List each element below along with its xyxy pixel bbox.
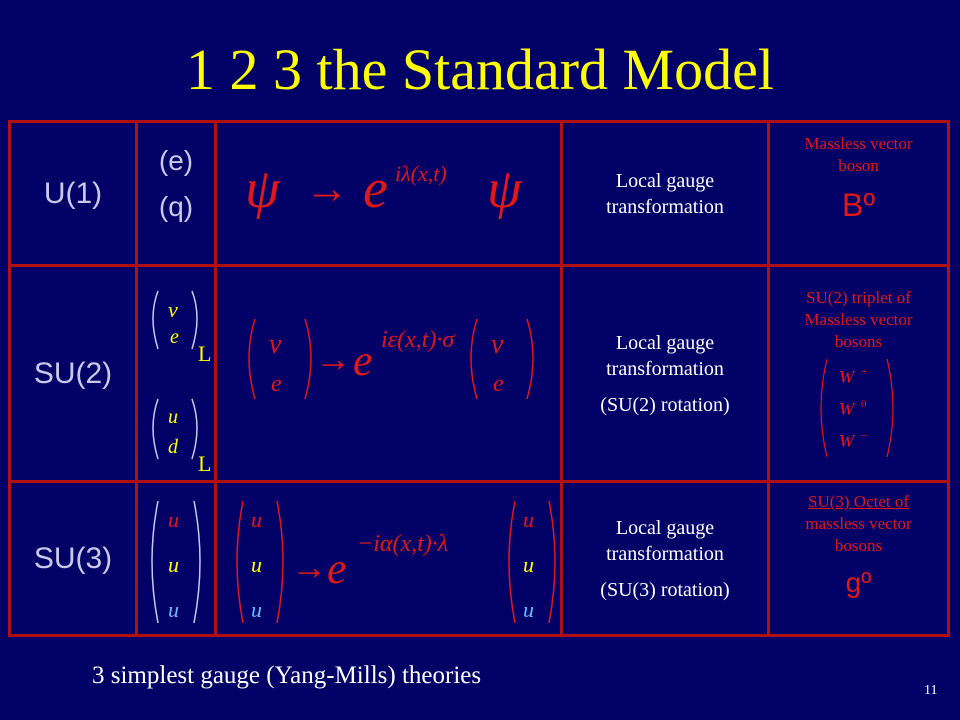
u-red: u — [523, 507, 534, 532]
desc-line: Local gauge — [615, 169, 715, 192]
e-symbol: e — [170, 326, 179, 348]
u-yellow: u — [251, 552, 262, 577]
d-symbol: d — [168, 436, 179, 458]
u-symbol: u — [168, 406, 178, 428]
w-minus: W — [839, 431, 856, 451]
w-plus: W — [839, 367, 856, 387]
psi-symbol: ψ — [487, 158, 523, 220]
quark-color-triplet: u u u — [151, 500, 201, 624]
u-blue: u — [168, 597, 179, 622]
grid-line — [11, 264, 947, 267]
charge-e: (e) — [158, 145, 194, 176]
desc-line: transformation — [606, 542, 724, 565]
desc-line: Local gauge — [615, 516, 715, 539]
grid-line — [214, 123, 217, 634]
arrow: → — [305, 164, 349, 213]
u-blue: u — [251, 597, 262, 622]
exp-base: e — [363, 158, 388, 220]
u1-equation: ψ → e iλ(x,t) ψ — [217, 123, 560, 264]
exp-base: e — [353, 336, 373, 385]
su3-triplet: u u u — [138, 483, 214, 634]
slide-title: 1 2 3 the Standard Model — [186, 37, 774, 102]
boson-label: Massless vector — [804, 134, 913, 153]
page-number: 11 — [924, 683, 938, 698]
nu-symbol: ν — [168, 297, 178, 322]
lepton-quark-doublets: ν e L u d L — [152, 290, 211, 476]
su2-boson: SU(2) triplet of Massless vector bosons … — [770, 287, 947, 480]
desc-line: transformation — [606, 357, 724, 380]
boson-label: bosons — [834, 536, 883, 555]
group-u1: U(1) — [43, 176, 103, 210]
desc-line: transformation — [606, 195, 724, 218]
grid-line — [135, 123, 138, 634]
w-boson-triplet: W + W 0 W − — [819, 358, 894, 458]
u1-transformation-equation: ψ → e iλ(x,t) ψ — [245, 158, 523, 220]
e-symbol: e — [271, 371, 282, 397]
su2-transformation-equation: ν e → e iε(x,t)·σ ν e — [248, 318, 534, 400]
charge-plus: + — [861, 366, 867, 378]
u-red: u — [251, 507, 262, 532]
nu-symbol: ν — [491, 329, 504, 360]
left-handed-label: L — [198, 451, 211, 476]
su3-description: Local gauge transformation (SU(3) rotati… — [563, 483, 767, 634]
su3-transformation-equation: u u u → e −iα(x,t)·λ u u u — [236, 500, 556, 624]
gluon-symbol: gº — [845, 567, 872, 598]
psi-symbol: ψ — [245, 158, 281, 220]
arrow: → — [291, 547, 327, 587]
nu-symbol: ν — [269, 329, 282, 360]
boson-label: SU(2) triplet of — [806, 288, 911, 307]
arrow: → — [315, 339, 351, 379]
u1-boson: Massless vector boson Bº — [770, 133, 947, 264]
group-su2: SU(2) — [33, 356, 113, 390]
left-handed-label: L — [198, 341, 211, 366]
boson-label: SU(3) Octet of — [807, 492, 910, 511]
group-su3: SU(3) — [33, 541, 113, 575]
boson-label: boson — [838, 156, 879, 175]
charge-zero: 0 — [861, 398, 867, 410]
su2-doublets: ν e L u d L — [138, 267, 214, 480]
w-zero: W — [839, 399, 856, 419]
desc-line: Local gauge — [615, 331, 715, 354]
exponent: iε(x,t)·σ — [381, 327, 455, 353]
u1-description: Local gauge transformation — [563, 123, 767, 264]
boson-label: Massless vector — [804, 310, 913, 329]
charge-q: (q) — [158, 191, 194, 222]
su3-boson: SU(3) Octet of massless vector bosons gº — [770, 491, 947, 634]
u-yellow: u — [523, 552, 534, 577]
u-yellow: u — [168, 552, 179, 577]
exponent: iλ(x,t) — [395, 161, 447, 186]
grid-line — [560, 123, 563, 634]
rotation-label: (SU(3) rotation) — [600, 578, 730, 601]
u1-charges: (e) (q) — [138, 145, 214, 255]
boson-label: bosons — [834, 332, 883, 351]
grid-line — [11, 480, 947, 483]
standard-model-table: U(1) (e) (q) ψ → e iλ(x,t) ψ Local gauge… — [8, 120, 950, 637]
slide-footer: 3 simplest gauge (Yang-Mills) theories — [92, 662, 482, 689]
exponent: −iα(x,t)·λ — [357, 531, 448, 557]
grid-line — [767, 123, 770, 634]
b-boson-symbol: Bº — [841, 187, 876, 223]
u-red: u — [168, 507, 179, 532]
su2-description: Local gauge transformation (SU(2) rotati… — [563, 267, 767, 480]
rotation-label: (SU(2) rotation) — [600, 393, 730, 416]
e-symbol: e — [493, 371, 504, 397]
u-blue: u — [523, 597, 534, 622]
boson-label: massless vector — [805, 514, 912, 533]
su2-equation: ν e → e iε(x,t)·σ ν e — [217, 267, 560, 480]
su3-equation: u u u → e −iα(x,t)·λ u u u — [217, 483, 560, 634]
exp-base: e — [327, 544, 347, 593]
charge-minus: − — [861, 430, 867, 442]
